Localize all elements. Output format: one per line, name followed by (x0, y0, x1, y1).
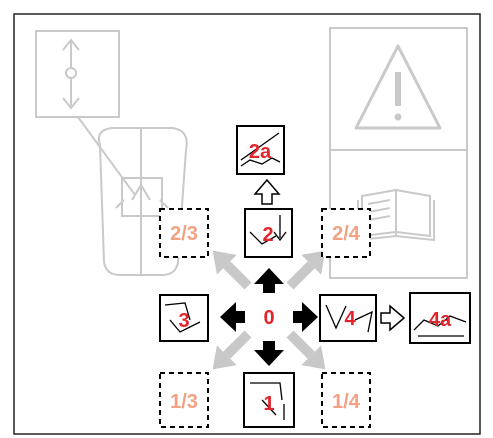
boom-raise-icon (325, 304, 373, 333)
label-4a: 4a (429, 309, 452, 331)
box-2-3 (159, 208, 209, 258)
bucket-glyphs (164, 132, 467, 420)
label-1-3: 1/3 (170, 391, 198, 413)
box-2 (244, 208, 293, 258)
diagonal-arrows (212, 250, 326, 370)
dump-icon (240, 132, 281, 167)
arrow-left (220, 302, 245, 332)
label-1: 1 (263, 393, 274, 415)
label-2-3: 2/3 (170, 223, 198, 245)
diagonal-boxes (159, 208, 371, 428)
label-2a: 2a (249, 141, 272, 163)
bucket-curl-icon (249, 215, 287, 245)
box-1-4 (321, 372, 371, 428)
float-icon (413, 315, 467, 337)
arrow-down-left (212, 330, 252, 370)
box-2-4 (321, 208, 371, 258)
label-2-4: 2/4 (332, 223, 361, 245)
arrow-up-left (212, 250, 252, 290)
warning-triangle-icon (354, 44, 442, 130)
arrow-up-right (286, 250, 326, 290)
arrow-right (293, 302, 318, 332)
label-4: 4 (344, 308, 356, 330)
direct-arrows (220, 268, 318, 366)
labels: 2a 2 3 4 4a 1 0 2/3 2/4 1/3 1/4 (170, 141, 452, 415)
arrow-to-2a (253, 178, 281, 205)
box-4 (319, 294, 377, 342)
box-4a (409, 292, 471, 344)
box-2a (236, 125, 285, 175)
safety-panel (329, 27, 468, 279)
label-2: 2 (262, 224, 273, 246)
hollow-arrows (253, 178, 406, 332)
boom-lower-icon (164, 302, 201, 333)
arrow-up (254, 268, 284, 293)
arrow-down (254, 341, 284, 366)
bucket-open-icon (250, 382, 285, 420)
label-3: 3 (178, 310, 189, 332)
arrow-down-right (286, 330, 326, 370)
label-center: 0 (263, 307, 274, 329)
lever-diagram-icon (35, 30, 188, 276)
box-1 (243, 372, 295, 428)
box-1-3 (159, 372, 209, 428)
label-1-4: 1/4 (332, 391, 361, 413)
arrow-to-4a (380, 304, 406, 332)
